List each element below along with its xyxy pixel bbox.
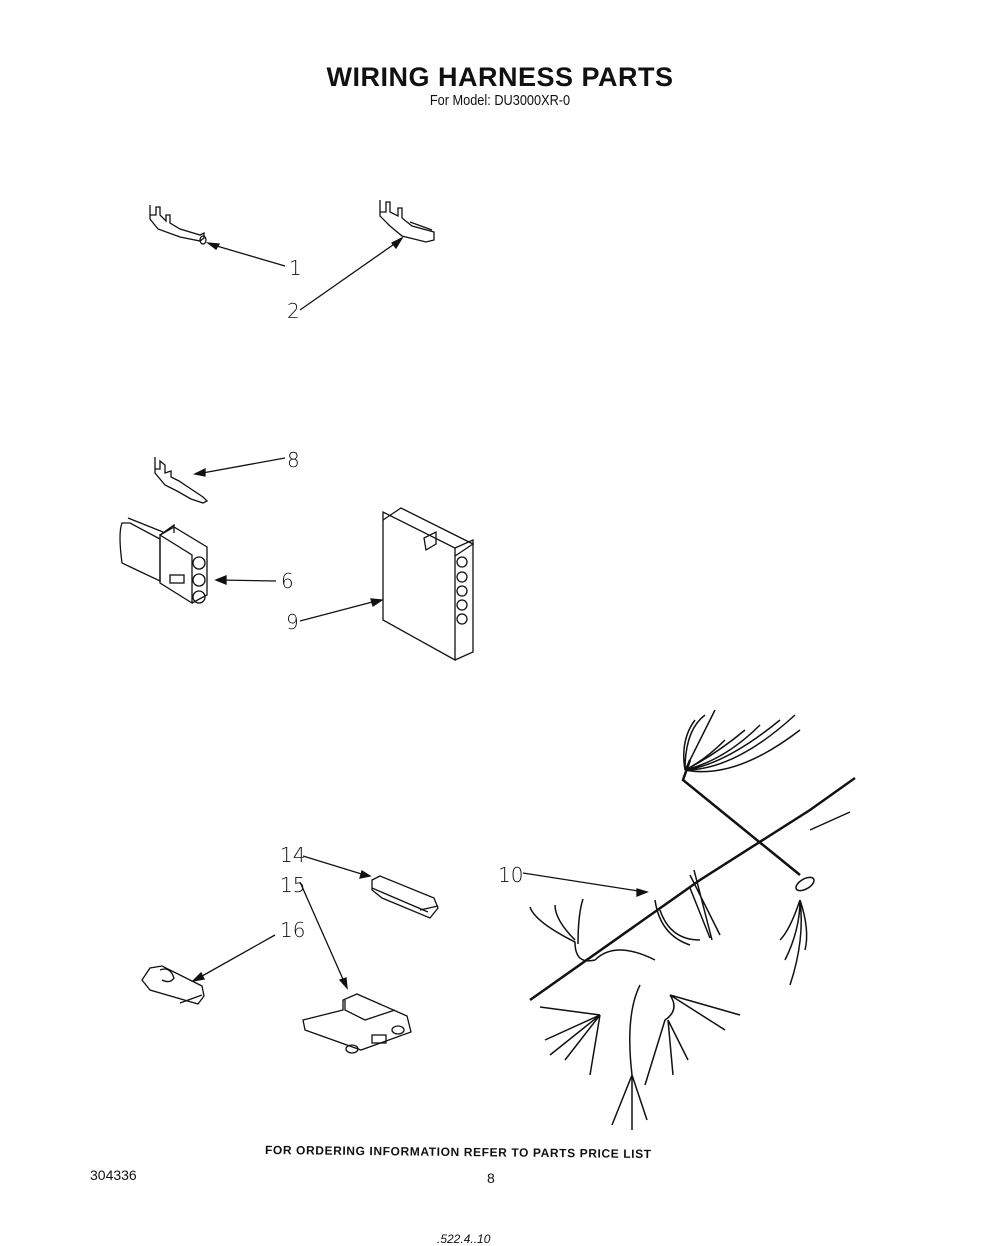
part-14-cover-icon bbox=[371, 875, 439, 919]
callout-1: 1 bbox=[289, 256, 302, 280]
callout-15: 15 bbox=[280, 873, 306, 897]
part-9-connector-icon bbox=[382, 507, 475, 662]
part-6-connector-icon bbox=[119, 517, 208, 605]
callout-16: 16 bbox=[280, 918, 306, 942]
page-title: WIRING HARNESS PARTS bbox=[326, 62, 674, 92]
part-8-terminal-icon bbox=[154, 457, 209, 504]
part-2-terminal-icon bbox=[379, 200, 435, 243]
model-subtitle: For Model: DU3000XR-0 bbox=[429, 92, 571, 109]
callout-6: 6 bbox=[281, 569, 294, 593]
page-number: 8 bbox=[487, 1170, 495, 1186]
stamp-code: .522.4..10 bbox=[437, 1232, 491, 1246]
callout-2: 2 bbox=[287, 299, 300, 323]
part-15-block-icon bbox=[302, 993, 412, 1054]
document-number: 304336 bbox=[90, 1167, 137, 1183]
part-1-terminal-icon bbox=[149, 205, 207, 245]
callout-8: 8 bbox=[287, 448, 300, 472]
part-10-harness-icon bbox=[529, 709, 856, 1130]
callout-10: 10 bbox=[498, 863, 524, 887]
callout-9: 9 bbox=[286, 610, 299, 634]
callout-14: 14 bbox=[280, 843, 306, 867]
part-16-sleeve-icon bbox=[141, 965, 205, 1005]
